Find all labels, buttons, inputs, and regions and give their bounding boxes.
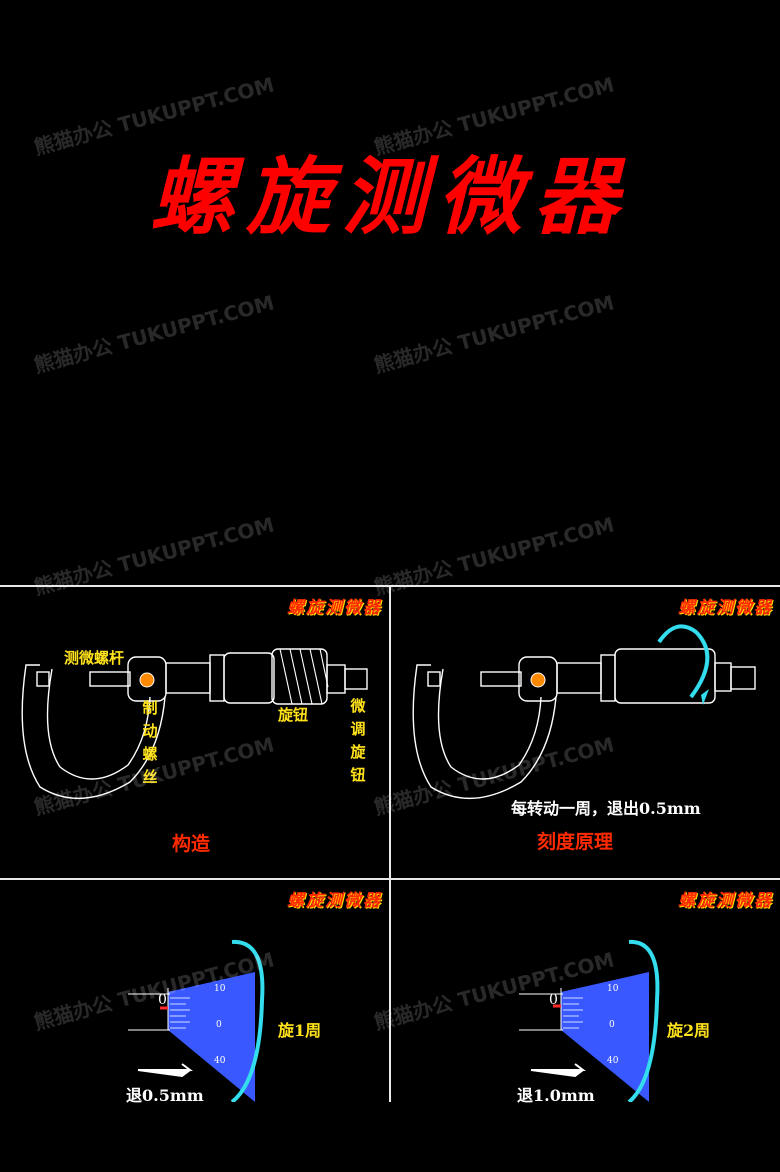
thimble-label: 旋钮 xyxy=(278,706,309,724)
thimble-tick-label: 10 xyxy=(607,984,619,994)
lock-screw-label: 制动螺丝 xyxy=(142,699,158,786)
panel-two-turn[interactable]: 螺旋测微器 0 10 0 40 旋2周 退1.0mm xyxy=(391,880,779,1172)
panel-corner-title: 螺旋测微器 xyxy=(678,598,773,618)
panel-corner-title: 螺旋测微器 xyxy=(287,891,382,911)
panel-caption: 刻度原理 xyxy=(537,831,614,853)
thimble-drawing xyxy=(128,939,265,1102)
slide-title: 螺旋测微器 xyxy=(149,147,630,246)
panel-caption: 构造 xyxy=(172,833,211,855)
micrometer-drawing xyxy=(21,648,368,800)
retreat-arrow-icon xyxy=(530,1063,586,1078)
turn-label: 旋2周 xyxy=(667,1021,711,1040)
divider-vertical xyxy=(389,585,391,1102)
panel-one-turn[interactable]: 螺旋测微器 0 10 0 40 旋1周 退0.5mm xyxy=(0,880,388,1172)
rotation-arrow-icon xyxy=(230,939,265,1102)
main-scale-zero: 0 xyxy=(158,992,167,1008)
ratchet-label: 微调旋钮 xyxy=(350,697,366,784)
thimble-tick-label: 0 xyxy=(609,1020,615,1030)
micrometer-drawing xyxy=(412,624,756,800)
rotation-arrow-icon xyxy=(657,624,710,699)
panel-corner-title: 螺旋测微器 xyxy=(287,598,382,618)
rotation-arrow-icon xyxy=(627,939,660,1102)
title-slide: 螺旋测微器 xyxy=(0,0,780,585)
principle-statement: 每转动一周，退出0.5mm xyxy=(511,799,701,818)
thimble-tick-label: 10 xyxy=(214,984,226,994)
thimble-tick-label: 0 xyxy=(216,1020,222,1030)
panel-corner-title: 螺旋测微器 xyxy=(678,891,773,911)
retreat-label: 退1.0mm xyxy=(517,1086,595,1105)
thimble-tick-label: 40 xyxy=(607,1056,619,1066)
panel-structure[interactable]: 螺旋测微器 测微螺杆 制动螺丝 旋钮 微调旋钮 构造 xyxy=(0,587,388,879)
panel-principle[interactable]: 螺旋测微器 每转动一周，退出0.5mm 刻度原理 xyxy=(391,587,779,879)
thimble-drawing xyxy=(519,939,660,1102)
turn-label: 旋1周 xyxy=(278,1021,322,1040)
main-scale-zero: 0 xyxy=(549,992,558,1008)
thimble-tick-label: 40 xyxy=(214,1056,226,1066)
retreat-arrow-icon xyxy=(137,1063,193,1078)
spindle-label: 测微螺杆 xyxy=(64,649,125,667)
retreat-label: 退0.5mm xyxy=(126,1086,204,1105)
